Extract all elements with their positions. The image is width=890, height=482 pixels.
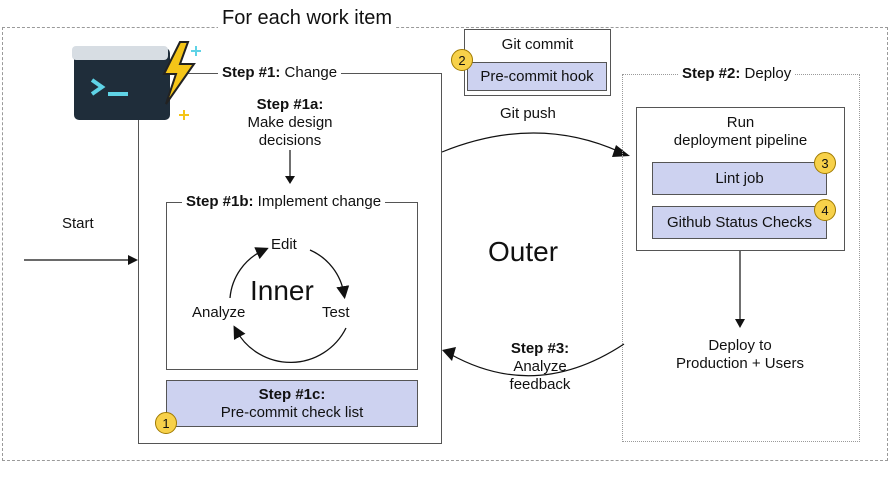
- step3-label: Step #3: Analyze feedback: [509, 340, 571, 393]
- feedback-arrow: [442, 343, 625, 377]
- deploy-arrow: [735, 251, 745, 328]
- start-arrow: [24, 255, 138, 265]
- badge-1: 1: [155, 412, 177, 434]
- git-push-arrow: [441, 132, 630, 157]
- inner-cycle-arrows: [229, 247, 350, 364]
- step1-title: Step #1: Change: [218, 64, 342, 81]
- git-commit-title: Git commit: [501, 36, 574, 53]
- frame-title: For each work item: [218, 7, 397, 30]
- github-status-checks[interactable]: Github Status Checks: [652, 206, 827, 239]
- inner-edit-label: Edit: [271, 236, 297, 253]
- step1c-checklist[interactable]: Step #1c: Pre-commit check list: [166, 380, 418, 427]
- inner-loop-label: Inner: [250, 275, 314, 306]
- git-push-label: Git push: [500, 105, 556, 122]
- badge-2: 2: [451, 49, 473, 71]
- terminal-icon: [72, 40, 202, 122]
- inner-analyze-label: Analyze: [192, 304, 246, 321]
- lint-job[interactable]: Lint job: [652, 162, 827, 195]
- step1b-implement-box: [166, 202, 418, 370]
- arrow-1a-to-1b: [285, 150, 295, 184]
- outer-loop-frame: [2, 27, 888, 461]
- inner-test-label: Test: [322, 304, 350, 321]
- step2-title: Step #2: Deploy: [678, 65, 796, 82]
- pre-commit-hook[interactable]: Pre-commit hook: [467, 62, 607, 91]
- step1a-label: Step #1a: Make design decisions: [247, 96, 333, 149]
- start-label: Start: [62, 215, 94, 232]
- badge-4: 4: [814, 199, 836, 221]
- badge-3: 3: [814, 152, 836, 174]
- step1b-title: Step #1b: Implement change: [182, 193, 386, 210]
- outer-loop-label: Outer: [488, 236, 559, 267]
